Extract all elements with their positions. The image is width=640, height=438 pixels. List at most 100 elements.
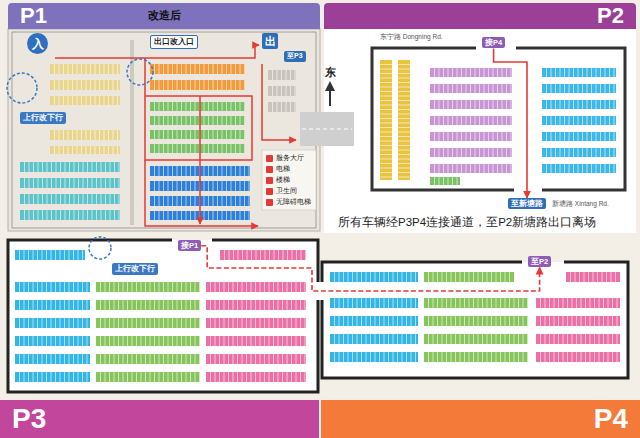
parking-block: [15, 282, 90, 292]
parking-block: [150, 144, 245, 153]
parking-block-fill: [542, 164, 616, 173]
route-tag: 出口改入口: [150, 35, 198, 49]
parking-block: [96, 336, 200, 346]
stall-lines: [398, 65, 410, 178]
parking-block-fill: [96, 372, 200, 382]
stall-lines: [101, 372, 200, 382]
entrance-marker: 出: [262, 33, 278, 49]
parking-block-fill: [268, 86, 296, 96]
parking-block: [150, 116, 245, 125]
parking-block-fill: [15, 372, 90, 382]
legend-text: 服务大厅: [276, 154, 304, 163]
route-tag: 上行改下行: [112, 263, 158, 275]
parking-block-fill: [206, 300, 306, 310]
highlight-circle: [89, 237, 111, 259]
stall-lines: [20, 336, 88, 346]
tag-text: 至新塘路: [511, 199, 543, 208]
entrance-marker: 入: [27, 33, 48, 54]
parking-block-fill: [15, 318, 90, 328]
stall-lines: [20, 282, 88, 292]
parking-block: [20, 194, 120, 204]
parking-block-fill: [150, 80, 245, 90]
parking-block: [430, 177, 460, 185]
tag-text: 接P1: [181, 241, 198, 250]
parking-block: [20, 210, 120, 220]
route-loop: [145, 58, 252, 160]
access-road: [300, 112, 354, 146]
legend-row: 服务大厅: [266, 153, 311, 164]
stall-lines: [435, 100, 512, 109]
parking-block-fill: [150, 116, 245, 125]
stall-lines: [101, 336, 200, 346]
parking-block: [424, 352, 528, 362]
legend-row: 电梯: [266, 164, 311, 175]
parking-block-fill: [20, 194, 120, 204]
parking-block: [50, 130, 120, 140]
route-line: [262, 64, 296, 140]
parking-block: [15, 354, 90, 364]
tag-text: 至P3: [287, 52, 303, 59]
legend-swatch: [266, 166, 273, 173]
level-name: P1: [20, 3, 47, 29]
parking-block: [424, 334, 528, 344]
parking-block: [150, 80, 245, 90]
parking-block: [542, 84, 616, 93]
parking-block-fill: [20, 162, 120, 172]
parking-block-fill: [150, 144, 245, 153]
parking-block: [424, 298, 528, 308]
level-banner: P3: [0, 400, 319, 438]
stall-lines: [20, 300, 88, 310]
parking-block-fill: [330, 272, 418, 282]
parking-block: [430, 164, 512, 173]
parking-block: [206, 336, 306, 346]
stall-lines: [273, 86, 296, 96]
legend: 服务大厅电梯楼梯卫生间无障碍电梯: [266, 153, 311, 208]
level-name: P3: [12, 400, 46, 438]
stall-lines: [155, 196, 250, 206]
stall-lines: [55, 80, 118, 90]
parking-block-fill: [206, 372, 306, 382]
parking-block-fill: [542, 132, 616, 141]
parking-block: [150, 64, 245, 74]
route-tag: 上行改下行: [20, 112, 66, 124]
parking-block: [50, 96, 120, 105]
level-name: P2: [597, 3, 624, 29]
stall-lines: [155, 64, 245, 74]
legend-row: 无障碍电梯: [266, 197, 311, 208]
tag-text: 至P2: [531, 257, 548, 266]
parking-block: [330, 352, 418, 362]
parking-block: [15, 318, 90, 328]
parking-block: [566, 272, 620, 282]
route-line: [199, 96, 201, 224]
parking-block: [536, 298, 620, 308]
parking-block: [268, 102, 296, 112]
stall-lines: [55, 146, 118, 154]
stall-lines: [547, 84, 615, 93]
parking-block-fill: [96, 354, 200, 364]
stall-lines: [20, 250, 83, 260]
p4-outline: [322, 262, 628, 378]
level-banner: P2: [324, 3, 636, 29]
p1-column-strip: [130, 40, 134, 225]
parking-block: [15, 372, 90, 382]
parking-block-fill: [380, 60, 392, 180]
plan-heading: 改造后: [148, 9, 181, 22]
parking-block: [150, 102, 245, 111]
parking-block: [424, 272, 514, 282]
parking-block-fill: [15, 354, 90, 364]
parking-block: [430, 68, 512, 77]
stall-lines: [335, 352, 416, 362]
parking-block-fill: [15, 300, 90, 310]
parking-block: [536, 334, 620, 344]
stall-lines: [101, 282, 200, 292]
p1-wall: [12, 32, 316, 228]
parking-block-fill: [15, 282, 90, 292]
route-caption: 所有车辆经P3P4连接通道，至P2新塘路出口离场: [338, 216, 596, 230]
stall-lines: [55, 64, 118, 74]
parking-block: [542, 148, 616, 157]
parking-block: [96, 372, 200, 382]
parking-block-fill: [536, 298, 620, 308]
parking-block-fill: [20, 210, 120, 220]
stall-lines: [155, 166, 250, 176]
parking-block-fill: [96, 336, 200, 346]
